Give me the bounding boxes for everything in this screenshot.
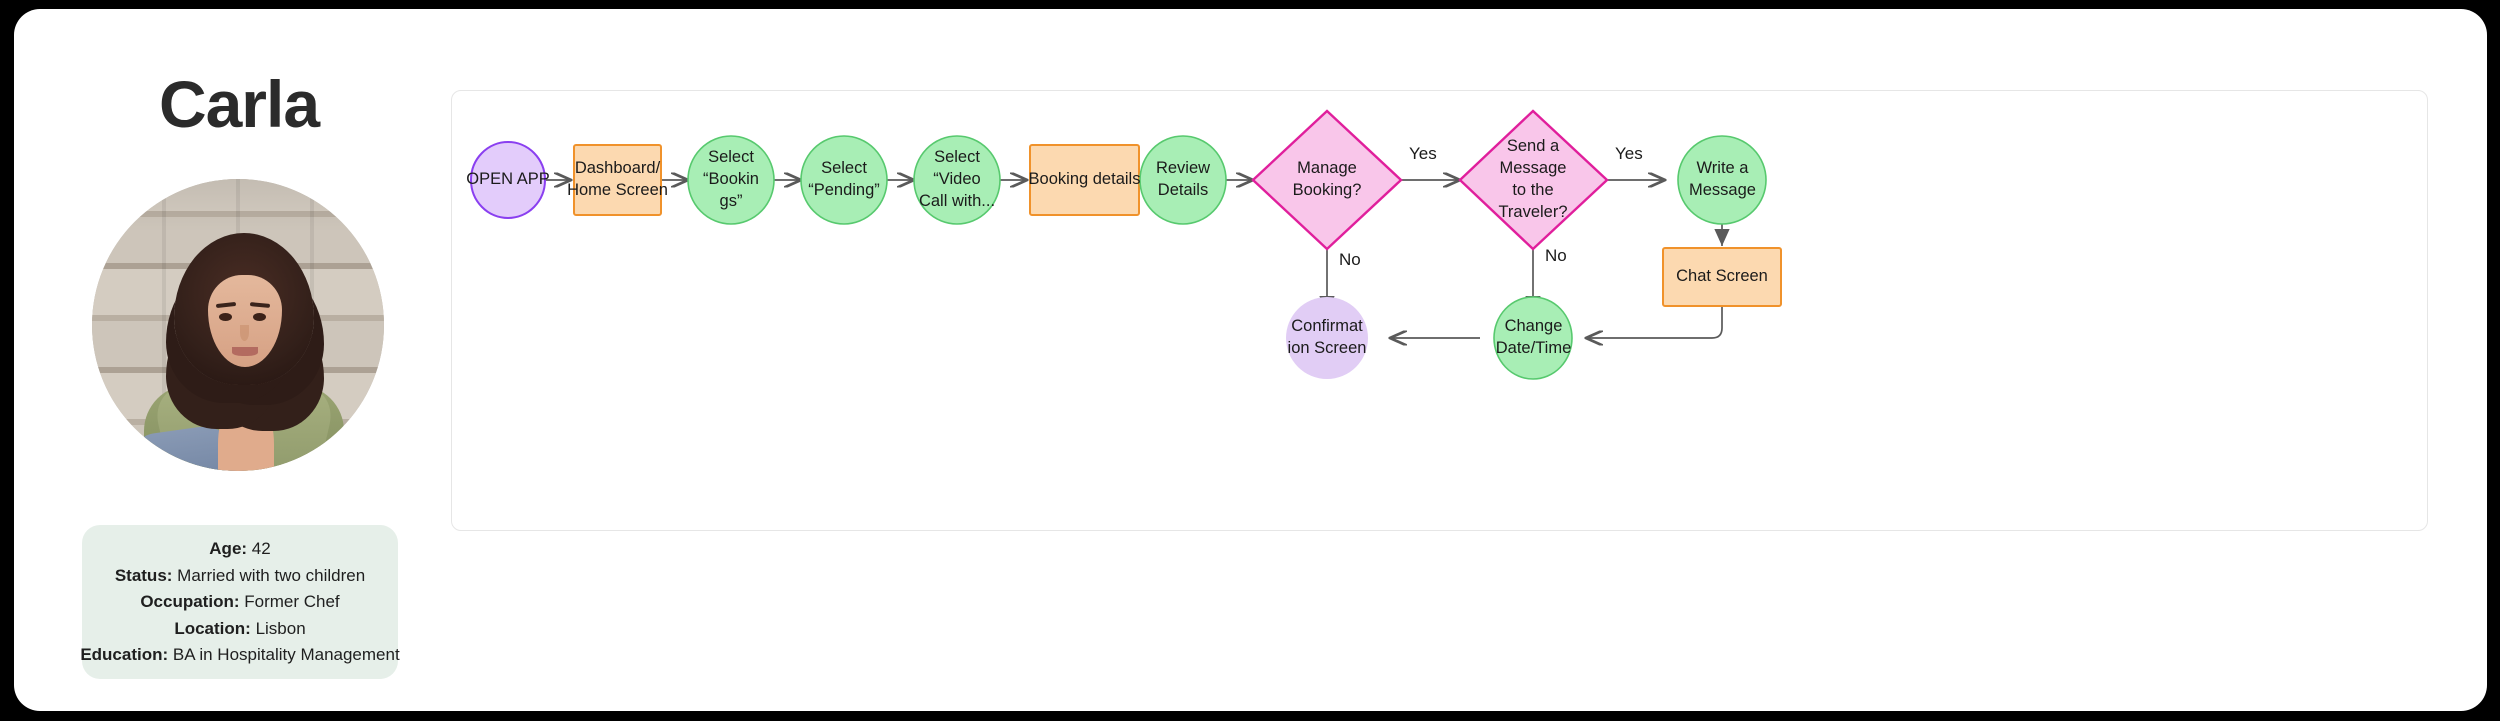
info-value-education: BA in Hospitality Management: [172, 645, 400, 665]
info-row-occupation: Occupation: Former Chef: [140, 592, 339, 612]
avatar-torso: [218, 393, 274, 471]
persona-panel: Carla Age: 42 Status: Married with two: [74, 49, 404, 679]
info-label-location: Location:: [174, 618, 251, 638]
node-select-bookings[interactable]: [687, 135, 775, 225]
info-value-status: Married with two children: [177, 565, 366, 585]
info-label-age: Age:: [209, 539, 248, 559]
info-label-status: Status:: [114, 565, 173, 585]
flowchart-panel: OPEN APP Dashboard/ Home Screen Select “…: [451, 90, 2428, 531]
node-write-a-message[interactable]: [1677, 135, 1767, 225]
info-label-education: Education:: [80, 645, 169, 665]
avatar-nose: [240, 325, 249, 341]
node-select-video-call[interactable]: [913, 135, 1001, 225]
node-change-date-time[interactable]: [1493, 296, 1573, 380]
info-row-age: Age: 42: [209, 539, 270, 559]
edge-label-message-no: No: [1545, 246, 1567, 265]
avatar-eye-right: [253, 313, 266, 321]
info-value-location: Lisbon: [255, 618, 306, 638]
info-value-age: 42: [251, 539, 271, 559]
edge-label-manage-no: No: [1339, 250, 1361, 269]
info-label-occupation: Occupation:: [140, 592, 240, 612]
info-row-education: Education: BA in Hospitality Management: [80, 645, 399, 665]
edge-label-manage-yes: Yes: [1409, 144, 1437, 163]
info-row-location: Location: Lisbon: [174, 619, 305, 639]
persona-info-card: Age: 42 Status: Married with two childre…: [80, 525, 400, 679]
node-dashboard-home-screen[interactable]: [573, 144, 662, 216]
avatar-mouth: [232, 347, 258, 356]
edge-label-message-yes: Yes: [1615, 144, 1643, 163]
avatar-eye-left: [219, 313, 232, 321]
node-open-app[interactable]: [470, 141, 546, 219]
node-send-message-decision[interactable]: [1458, 109, 1609, 251]
node-manage-booking-decision[interactable]: [1251, 109, 1403, 251]
app-window: Carla Age: 42 Status: Married with two: [14, 9, 2487, 711]
node-confirmation-screen[interactable]: [1286, 297, 1368, 379]
flowchart-canvas: [470, 109, 1782, 380]
node-chat-screen[interactable]: [1662, 247, 1782, 307]
node-booking-details[interactable]: [1029, 144, 1140, 216]
node-review-details[interactable]: [1139, 135, 1227, 225]
info-value-occupation: Former Chef: [244, 592, 340, 612]
node-select-pending[interactable]: [800, 135, 888, 225]
edge-chat-screen-to-change-datetime: [1586, 305, 1723, 338]
avatar: [92, 179, 384, 471]
info-row-status: Status: Married with two children: [115, 566, 365, 586]
page-title: Carla: [158, 67, 320, 141]
